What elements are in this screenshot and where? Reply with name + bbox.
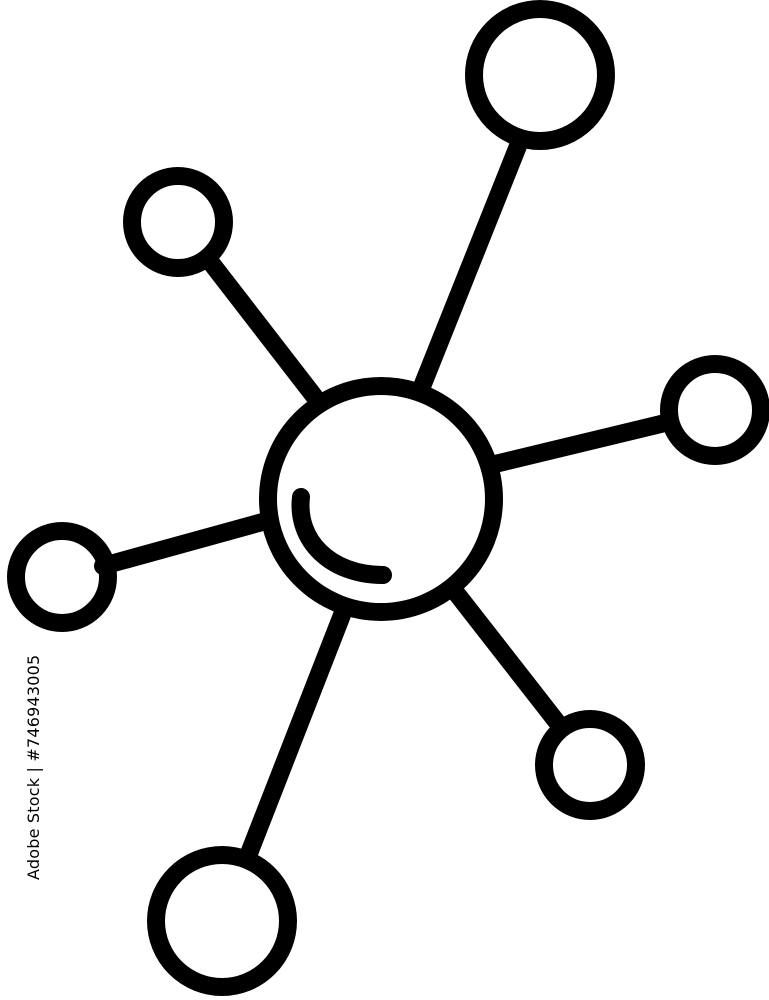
hub-highlight [291, 488, 392, 584]
spoke-top-left [203, 255, 323, 405]
spoke-top-right [414, 137, 527, 393]
node-top-left [123, 167, 233, 277]
node-right [660, 355, 769, 465]
node-top-right [465, 0, 615, 150]
node-left [7, 522, 117, 632]
spoke-bottom-right [448, 585, 569, 735]
spoke-right [486, 414, 674, 473]
spoke-left [94, 512, 275, 575]
stock-id-watermark: Adobe Stock | #746943005 [24, 654, 43, 880]
spoke-bottom-left [239, 606, 351, 865]
node-bottom-left [147, 846, 297, 996]
hub-node [259, 377, 503, 621]
node-bottom-right [535, 710, 645, 820]
